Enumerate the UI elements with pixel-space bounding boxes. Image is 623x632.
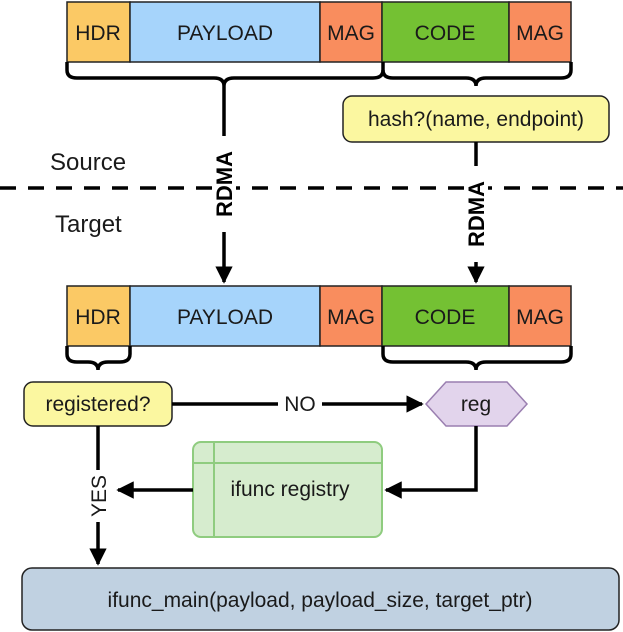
rdma-left-label-bg xyxy=(212,136,236,232)
target-label: Target xyxy=(55,211,122,238)
yes-label: YES xyxy=(88,475,111,517)
target-left-brace xyxy=(65,346,132,371)
source-packet: HDR PAYLOAD MAG CODE MAG xyxy=(66,1,572,63)
source-mag2-label: MAG xyxy=(516,22,564,45)
registered-label: registered? xyxy=(45,393,150,416)
target-hdr-segment xyxy=(66,285,131,347)
ifunc-main-box xyxy=(21,567,620,631)
target-mag-segment xyxy=(319,285,383,347)
source-right-brace xyxy=(381,62,573,87)
target-hdr-label: HDR xyxy=(75,306,121,329)
source-hdr-label: HDR xyxy=(75,22,121,45)
ifunc-registry-label: ifunc registry xyxy=(230,478,350,501)
target-code-label: CODE xyxy=(415,306,476,329)
source-mag2-segment xyxy=(508,1,572,63)
source-payload-segment xyxy=(129,1,321,63)
target-payload-segment xyxy=(129,285,321,347)
source-code-label: CODE xyxy=(415,22,476,45)
target-mag-label: MAG xyxy=(327,306,375,329)
reg-label: reg xyxy=(461,393,491,416)
rdma-right-label: RDMA xyxy=(464,181,489,247)
target-mag2-segment xyxy=(508,285,572,347)
source-label: Source xyxy=(50,149,126,176)
source-mag-segment xyxy=(319,1,383,63)
target-mag2-label: MAG xyxy=(516,306,564,329)
source-mag-label: MAG xyxy=(327,22,375,45)
ifunc-registry-box xyxy=(192,441,383,538)
source-hdr-segment xyxy=(66,1,131,63)
no-label: NO xyxy=(284,393,316,416)
target-right-brace xyxy=(381,346,573,371)
source-left-brace xyxy=(65,62,385,87)
yes-label-bg xyxy=(86,470,110,522)
target-packet: HDR PAYLOAD MAG CODE MAG xyxy=(66,285,572,347)
source-payload-label: PAYLOAD xyxy=(177,22,273,45)
target-payload-label: PAYLOAD xyxy=(177,306,273,329)
no-label-bg xyxy=(278,392,322,416)
hash-label: hash?(name, endpoint) xyxy=(368,108,584,131)
reg-to-registry-arrow xyxy=(384,426,478,499)
reg-hexagon xyxy=(424,381,529,427)
rdma-right-label-bg xyxy=(464,166,488,262)
rdma-left-label: RDMA xyxy=(212,151,237,217)
target-code-segment xyxy=(381,285,510,347)
ifunc-main-label: ifunc_main(payload, payload_size, target… xyxy=(108,589,533,612)
